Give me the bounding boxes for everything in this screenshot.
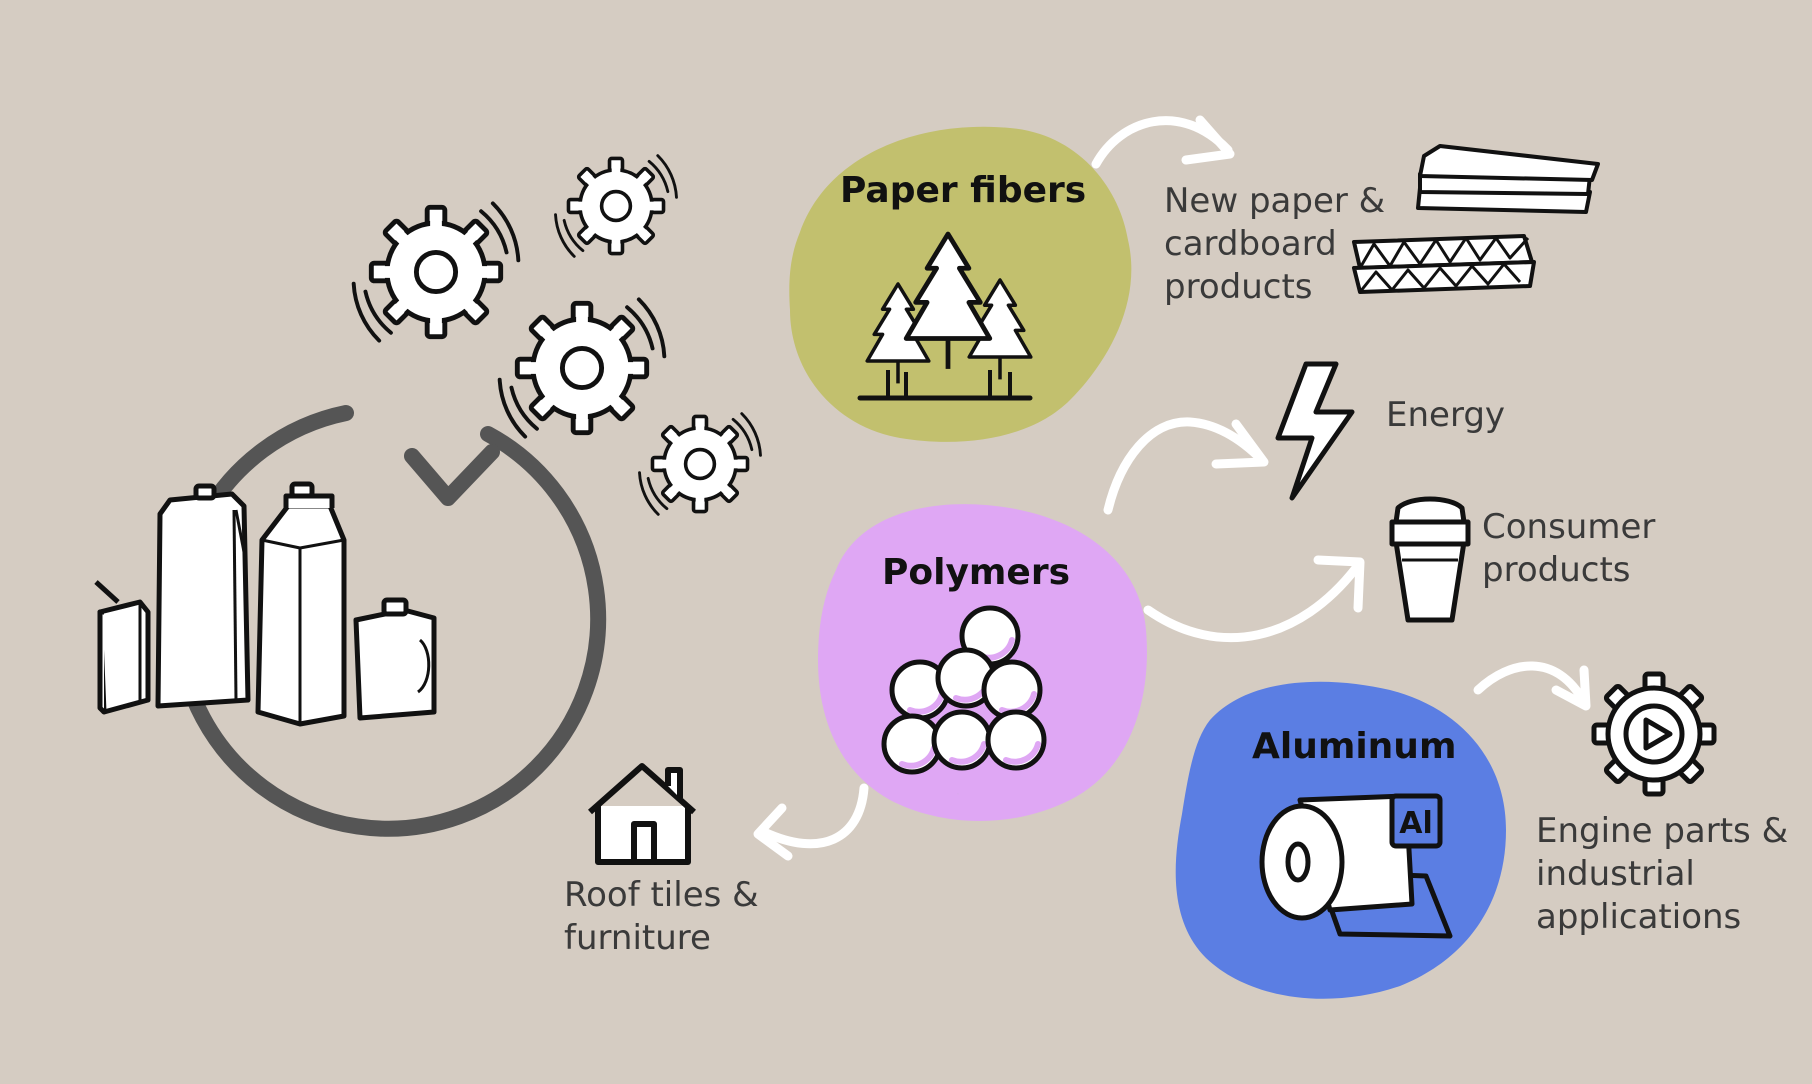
foil-roll-icon: Al [1259,793,1453,939]
flow-arrows [753,115,1591,861]
paper-stack-icon [1352,144,1600,294]
aluminum-title: Aluminum [1252,726,1457,767]
arrow-polymers-to-energy [1103,417,1267,515]
energy-label: Energy [1386,394,1505,437]
label-line: Consumer [1482,507,1656,547]
lightning-icon [1275,361,1355,501]
consumer-products-label: Consumer products [1482,506,1655,592]
label-line: industrial [1536,854,1695,894]
trees-icon [857,234,1033,401]
label-line: Roof tiles & [564,875,759,915]
label-line: cardboard [1164,224,1337,264]
label-line: products [1482,550,1631,590]
engine-parts-label: Engine parts & industrial applications [1536,810,1788,939]
label-line: New paper & [1164,181,1386,221]
house-icon [588,763,696,865]
beverage-cartons-icon [94,481,437,727]
label-line: furniture [564,918,711,958]
arrow-aluminum-to-engine [1473,661,1589,707]
aluminum-badge: Al [1399,806,1433,841]
arrow-polymers-to-roof [759,783,869,849]
gear-play-icon [1591,671,1717,797]
label-line: products [1164,267,1313,307]
paper-fibers-title: Paper fibers [840,170,1087,211]
roof-tiles-label: Roof tiles & furniture [564,874,759,960]
label-line: applications [1536,897,1742,937]
label-line: Engine parts & [1536,811,1789,851]
polymers-title: Polymers [882,552,1071,593]
coffee-cup-icon [1389,496,1471,623]
label-line: Energy [1386,395,1506,435]
arrow-polymers-to-consumer [1143,563,1361,643]
paper-products-label: New paper & cardboard products [1164,180,1385,309]
